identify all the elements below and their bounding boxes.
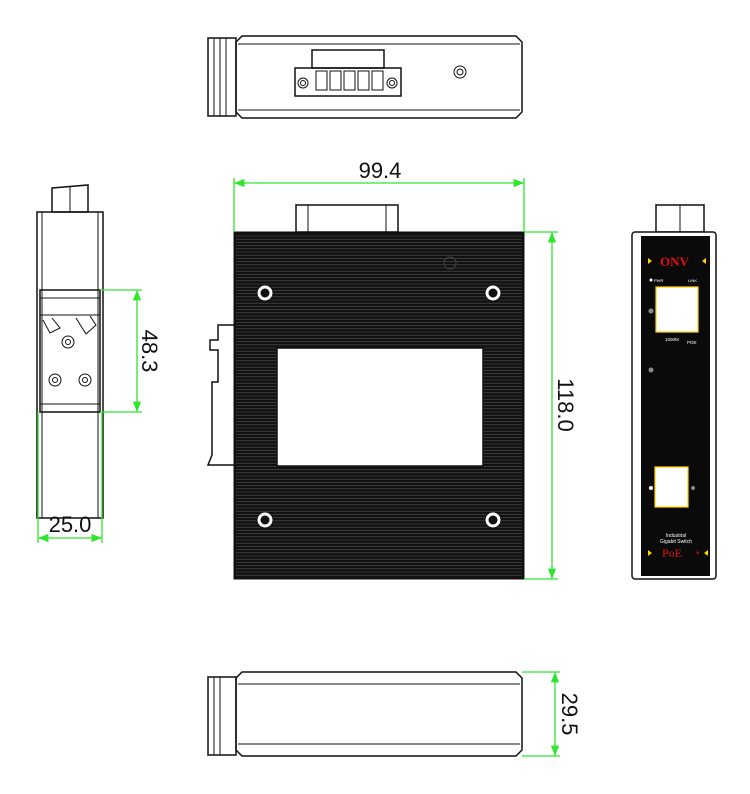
mounting-screw-icon xyxy=(256,511,274,529)
ground-screw-icon xyxy=(453,65,467,79)
top-view xyxy=(207,35,523,119)
top-connector-flange xyxy=(207,37,237,117)
screw-icon xyxy=(386,77,398,89)
screw-icon xyxy=(297,77,309,89)
label-window xyxy=(276,347,484,467)
rj45-port xyxy=(654,466,689,508)
ground-hole-icon xyxy=(443,256,457,270)
top-body xyxy=(235,35,523,119)
mounting-screw-icon xyxy=(256,284,274,302)
speed-label: 1000M xyxy=(665,337,679,342)
bottom-view xyxy=(207,671,523,757)
dimension-din-rail: 48.3 xyxy=(100,289,162,413)
sfp-port xyxy=(655,286,699,333)
side-width-label: 25.0 xyxy=(49,512,92,537)
pwr-label: PWR xyxy=(654,278,663,283)
width-label: 99.4 xyxy=(359,158,402,183)
product-line1: Industrial xyxy=(666,533,686,539)
mounting-screw-icon xyxy=(484,284,502,302)
dimension-depth: 29.5 xyxy=(522,671,582,757)
screw-icon xyxy=(48,373,62,387)
screw-icon xyxy=(78,373,92,387)
side-body xyxy=(36,211,104,519)
depth-label: 29.5 xyxy=(557,693,582,736)
dimension-side-width: 25.0 xyxy=(37,412,103,543)
dimension-height: 118.0 xyxy=(524,231,578,580)
din-rail-clip xyxy=(39,289,101,413)
side-view xyxy=(36,184,104,519)
screw-icon xyxy=(61,335,75,349)
main-view xyxy=(206,204,525,580)
dimension-width: 99.4 xyxy=(233,158,525,232)
front-panel-view: ONV PWR LINK 1000M POE Industrial Gigabi… xyxy=(631,204,717,580)
main-connector xyxy=(295,204,399,233)
link-label: LINK xyxy=(688,278,697,283)
terminal-block-top xyxy=(311,49,385,69)
brand-logo: ONV xyxy=(660,254,690,269)
product-line2: Gigabit Switch xyxy=(660,539,692,545)
terminal-block xyxy=(294,67,402,97)
poe-plus: + xyxy=(695,548,700,558)
din-rail-label: 48.3 xyxy=(137,330,162,373)
poe-port-label: POE xyxy=(687,340,697,345)
poe-badge: PoE xyxy=(662,546,682,560)
pwr-led xyxy=(649,278,653,282)
height-label: 118.0 xyxy=(553,378,578,431)
din-clip xyxy=(206,324,234,466)
mounting-screw-icon xyxy=(484,511,502,529)
